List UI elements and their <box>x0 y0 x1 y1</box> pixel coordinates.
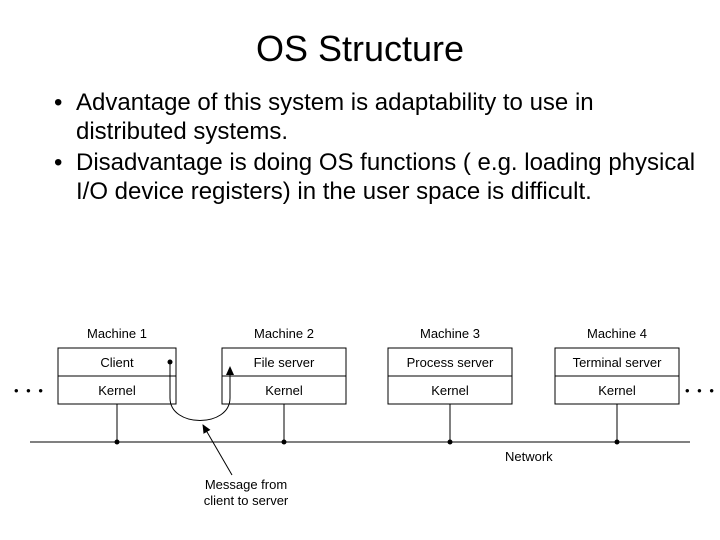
machine-4-label: Machine 4 <box>587 326 647 341</box>
bullet-text: Disadvantage is doing OS functions ( e.g… <box>76 149 696 205</box>
network-connections <box>114 404 620 445</box>
right-ellipsis: • • • <box>685 383 716 398</box>
network-label: Network <box>505 449 553 464</box>
client-label: Client <box>100 355 134 370</box>
message-pointer <box>202 424 233 476</box>
machine-3-box: Process server Kernel <box>387 347 513 405</box>
bullet-list: • Advantage of this system is adaptabilit… <box>50 88 710 208</box>
bullet-dot: • <box>54 89 63 116</box>
bullet-dot: • <box>54 149 63 176</box>
message-path <box>167 359 234 421</box>
kernel-label: Kernel <box>598 383 636 398</box>
message-label-line2: client to server <box>204 493 289 508</box>
machine-4-box: Terminal server Kernel <box>554 347 680 405</box>
message-label-line1: Message from <box>205 477 287 492</box>
bullet-item: • Advantage of this system is adaptabilit… <box>50 88 710 146</box>
machine-1-box: Client Kernel <box>57 347 177 405</box>
file-server-label: File server <box>254 355 315 370</box>
machine-1-label: Machine 1 <box>87 326 147 341</box>
machine-2-box: File server Kernel <box>221 347 347 405</box>
machine-3-label: Machine 3 <box>420 326 480 341</box>
bullet-item: • Disadvantage is doing OS functions ( e.… <box>50 148 710 206</box>
process-server-label: Process server <box>407 355 494 370</box>
kernel-label: Kernel <box>431 383 469 398</box>
machine-2-label: Machine 2 <box>254 326 314 341</box>
kernel-label: Kernel <box>98 383 136 398</box>
kernel-label: Kernel <box>265 383 303 398</box>
terminal-server-label: Terminal server <box>573 355 663 370</box>
left-ellipsis: • • • <box>14 383 45 398</box>
slide-title: OS Structure <box>255 28 465 69</box>
distributed-system-diagram: Machine 1 Machine 2 Machine 3 Machine 4 … <box>14 326 716 508</box>
bullet-text: Advantage of this system is adaptability… <box>76 89 594 145</box>
